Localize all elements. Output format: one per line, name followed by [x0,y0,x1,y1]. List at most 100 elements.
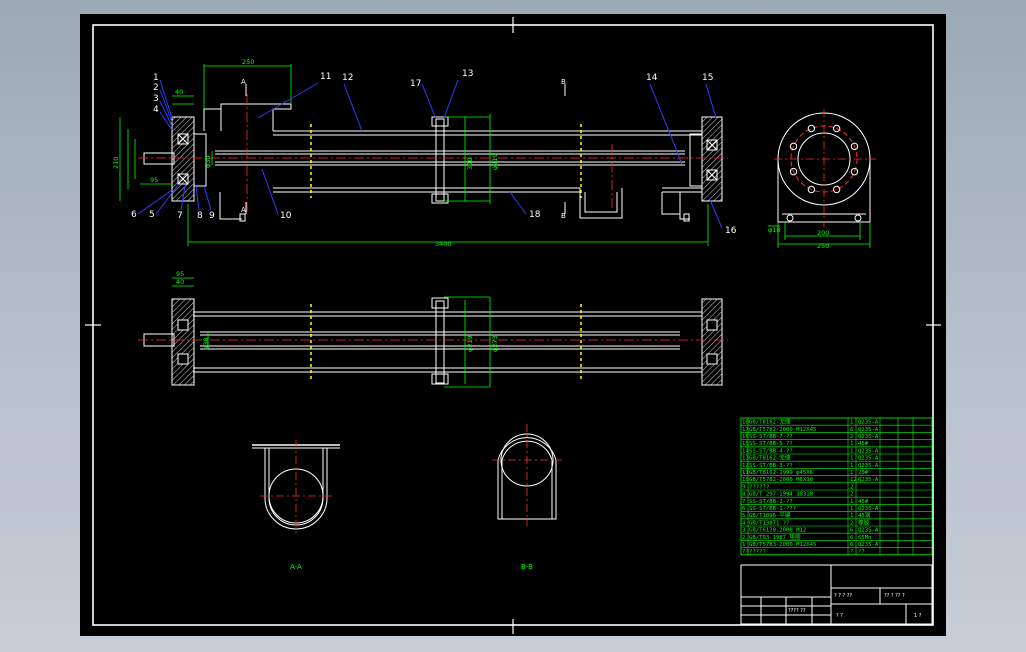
section-cut-markers: A A B B [241,78,566,220]
callout-leader [421,83,437,120]
dim-overall: 3400 [435,240,452,248]
drawing-viewport[interactable]: 250 40 95 3400 210 300 φ219 φ30 A A B B … [80,14,946,636]
bom-cell: ?????? [749,484,769,490]
bom-cell: 2 [850,434,853,440]
section-b-b: B-B [492,424,562,571]
bom-cell: GB/T8162-无缝 [749,454,791,462]
bom-cell: 6 [850,542,853,548]
bolt-hole [807,124,816,133]
bom-cell: 15 [742,441,749,447]
title-block: ? ? ? ?? ?? ? ?? ? ???? ?? ? ? 1 ? [740,564,933,625]
bom-cell: 45钢 [858,511,871,519]
callout-number: 7 [177,211,183,221]
end-dim-200: 200 [817,229,829,237]
bom-cell: 2 [850,492,853,498]
bolt-hole [832,185,841,194]
bom-cell: 12 [850,477,857,483]
bom-cell: 14 [742,448,749,454]
bom-cell: GB/T1096-平键 [749,511,791,519]
callout-leader [443,79,459,119]
bom-cell: 1 [850,456,853,462]
bom-cell: 1 [850,513,853,519]
bom-cell: Q235-A [858,448,879,454]
inner-screw-tube [215,150,685,166]
bom-cell: 7 [742,499,745,505]
outer-pipe [273,130,702,193]
main-centerlines [138,94,728,214]
dim2-phi273: φ273 [491,335,499,352]
bom-cell: 1 [742,542,745,548]
bom-cell: GB/T5782-2000 M6X30 [749,477,813,483]
callout-number: 12 [342,73,353,83]
bom-cell: 17 [742,427,749,433]
title-row-1: ? ? ? ?? [834,593,852,599]
bom-cell: 1 [850,463,853,469]
callout-number: 18 [529,210,541,220]
bom-cell: GB/T5783-2000 M12X45 [749,542,816,548]
bom-cell: Q235-A [858,528,879,534]
title-sheet: 1 ? [914,613,922,619]
callout-number: 16 [725,226,737,236]
bom-cell: Q235-A [858,427,879,433]
bom-cell: 12 [742,463,749,469]
callout-leader [509,191,527,215]
callout-leader [180,185,186,211]
weld-marks [310,124,582,198]
bom-header-row: ?????????? [742,549,865,555]
bom-cell: 橡胶 [858,518,870,526]
callout-leader [137,189,173,215]
callout-leader [343,83,363,132]
support-legs [219,192,690,222]
bom-cell: GB/T93-1987 垫圈 [749,533,801,541]
outlet-chute [579,188,680,219]
callout-leaders [137,79,723,229]
callout-number: 4 [153,105,159,115]
end-dim-phi18: φ18 [768,226,781,234]
bom-cell: ?? [742,549,749,555]
bom-cell: Q235-A [858,542,879,548]
callout-leader [195,185,200,211]
bolt-holes [789,124,859,194]
bom-cell: 1 [850,441,853,447]
bolt-hole [850,142,859,151]
dim-95: 95 [150,176,158,184]
bom-cell: Q235-A [858,456,879,462]
bom-cell: 3 [742,528,745,534]
dim-300: 300 [466,158,474,170]
bolt-hole [850,167,859,176]
bom-cell: 11 [742,470,749,476]
bom-cell: 5 [742,513,745,519]
bolt-hole [789,167,798,176]
callout-leader [257,82,319,119]
dim-210: 210 [112,157,120,169]
callout-leader [155,183,180,215]
cut-marker-a-top: A [241,78,246,86]
bom-cell: 6 [850,535,853,541]
callout-number: 11 [320,72,331,82]
callout-number: 9 [209,211,215,221]
bom-cell: 6 [850,528,853,534]
bom-cell: GB/T5782-2000 M12X45 [749,427,816,433]
bom-cell: 10 [742,477,749,483]
end-view: 200 250 φ18 [768,109,876,250]
right-end-bearing [689,116,723,202]
bolt-hole [789,142,798,151]
end-dim-250: 250 [817,242,829,250]
cut-marker-b-top: B [561,78,566,86]
main-dimension-text: 250 40 95 3400 210 300 φ219 φ30 [112,58,499,248]
callout-number: 10 [280,211,292,221]
bom-cell: 2 [850,484,853,490]
bom-frame [740,417,933,556]
bom-cell: SS-ST/BB-1-??? [749,506,796,512]
bom-cell: ? [850,549,853,555]
bom-cell: 13 [742,456,749,462]
bom-cell: GB/T6170-2000 M12 [749,528,806,534]
bom-cell: 16 [742,434,749,440]
section-a-a: A-A [252,440,340,571]
